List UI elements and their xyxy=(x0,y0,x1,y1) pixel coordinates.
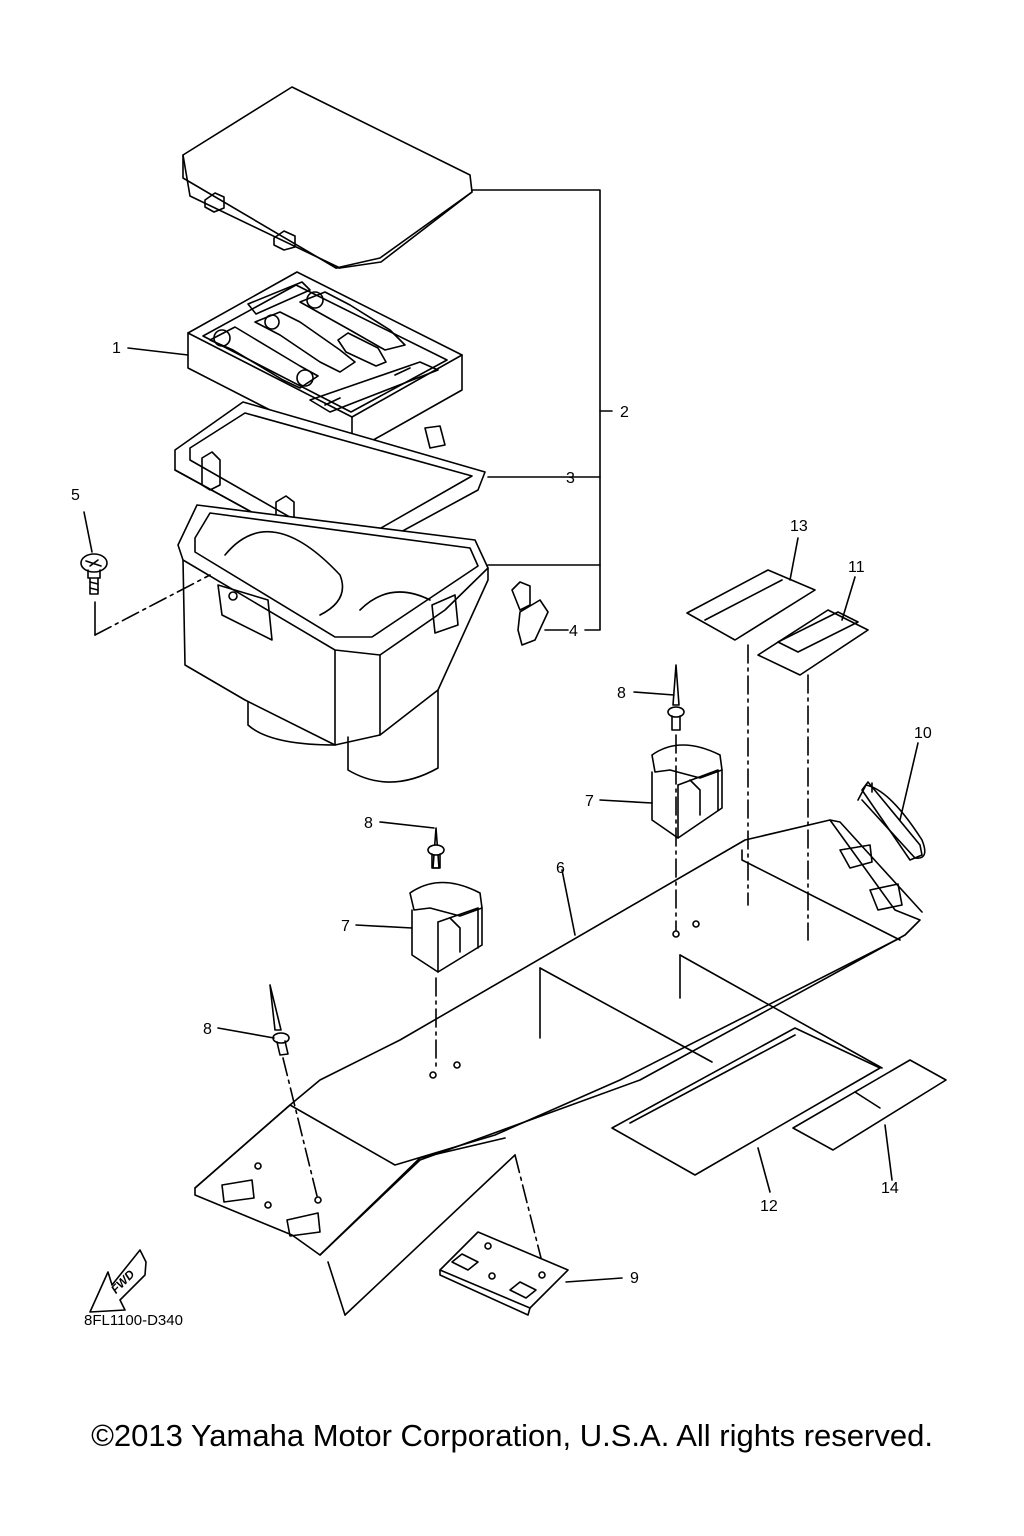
callout-7-upper: 7 xyxy=(585,793,594,810)
label-11 xyxy=(757,609,869,676)
callout-14: 14 xyxy=(881,1180,899,1197)
callout-12: 12 xyxy=(760,1198,778,1215)
label-14 xyxy=(792,1059,947,1151)
callout-2: 2 xyxy=(620,404,629,421)
callout-13: 13 xyxy=(790,518,808,535)
bracket-7-upper xyxy=(651,744,723,839)
fwd-arrow-icon xyxy=(89,1249,147,1313)
label-13 xyxy=(686,569,816,641)
strap-part xyxy=(857,781,926,861)
bracket-plate xyxy=(194,819,923,1256)
label-12 xyxy=(611,1027,881,1176)
callout-9: 9 xyxy=(630,1270,639,1287)
rivet-middle xyxy=(427,827,445,869)
callout-10: 10 xyxy=(914,725,932,742)
callout-8-middle: 8 xyxy=(364,815,373,832)
screw-part xyxy=(80,553,108,595)
callout-5: 5 xyxy=(71,487,80,504)
callout-8-upper: 8 xyxy=(617,685,626,702)
clip-part xyxy=(511,581,549,646)
callout-7-lower: 7 xyxy=(341,918,350,935)
drawing-code: 8FL1100-D340 xyxy=(84,1312,183,1329)
rivet-upper xyxy=(667,664,685,731)
storage-box-lid xyxy=(182,86,473,269)
bracket-7-lower xyxy=(409,881,483,973)
tool-kit-tray xyxy=(187,271,463,453)
plate-part xyxy=(439,1231,569,1316)
rivet-lower xyxy=(269,984,290,1056)
storage-box-body xyxy=(177,504,489,783)
callout-4: 4 xyxy=(569,623,578,640)
callout-8-lower: 8 xyxy=(203,1021,212,1038)
callout-11: 11 xyxy=(848,559,865,576)
callout-6: 6 xyxy=(556,860,565,877)
callout-3: 3 xyxy=(566,470,575,487)
callout-1: 1 xyxy=(112,340,121,357)
copyright-notice: ©2013 Yamaha Motor Corporation, U.S.A. A… xyxy=(91,1418,933,1453)
